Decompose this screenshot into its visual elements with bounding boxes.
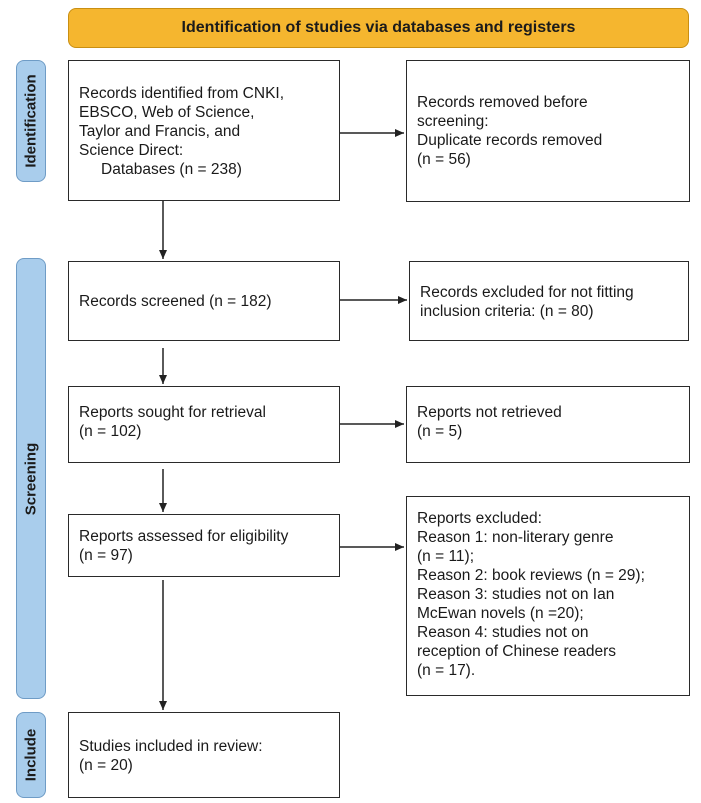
box-line: (n = 97) — [79, 547, 133, 564]
reports-excluded-box: Reports excluded: Reason 1: non-literary… — [406, 496, 690, 696]
box-line: Records identified from CNKI, — [79, 85, 285, 102]
box-line: Reports excluded: — [417, 510, 542, 527]
records-screened-box: Records screened (n = 182) — [68, 261, 340, 341]
box-line: Reports assessed for eligibility — [79, 528, 289, 545]
box-line: Science Direct: — [79, 142, 184, 159]
box-line: Reports not retrieved — [417, 404, 562, 421]
records-excluded-box: Records excluded for not fitting inclusi… — [409, 261, 689, 341]
box-line: Records excluded for not fitting — [420, 284, 634, 301]
box-line: (n = 20) — [79, 757, 133, 774]
box-line: Reason 1: non-literary genre — [417, 529, 614, 546]
box-line: Records screened (n = 182) — [79, 293, 272, 310]
box-line: reception of Chinese readers — [417, 643, 617, 660]
box-line: (n = 56) — [417, 151, 471, 168]
reports-not-retrieved-box: Reports not retrieved (n = 5) — [406, 386, 690, 463]
box-line: Records removed before — [417, 94, 588, 111]
records-identified-box: Records identified from CNKI, EBSCO, Web… — [68, 60, 340, 201]
box-line: Reason 3: studies not on Ian — [417, 586, 615, 603]
phase-label-identification: Identification — [16, 60, 46, 182]
box-line: Duplicate records removed — [417, 132, 603, 149]
header-title: Identification of studies via databases … — [181, 19, 576, 36]
records-removed-box: Records removed before screening: Duplic… — [406, 60, 690, 202]
box-line: EBSCO, Web of Science, — [79, 104, 255, 121]
phase-label-screening: Screening — [16, 258, 46, 699]
box-line: Databases (n = 238) — [101, 161, 242, 178]
phase-label-include: Include — [16, 712, 46, 798]
reports-assessed-box: Reports assessed for eligibility (n = 97… — [68, 514, 340, 577]
box-line: (n = 17). — [417, 662, 476, 679]
identification-header: Identification of studies via databases … — [68, 8, 689, 48]
box-line: (n = 5) — [417, 423, 463, 440]
box-line: (n = 11); — [417, 548, 475, 565]
reports-sought-box: Reports sought for retrieval (n = 102) — [68, 386, 340, 463]
box-line: Reason 4: studies not on — [417, 624, 589, 641]
box-line: screening: — [417, 113, 489, 130]
box-line: Reason 2: book reviews (n = 29); — [417, 567, 645, 584]
box-line: Reports sought for retrieval — [79, 404, 266, 421]
box-line: (n = 102) — [79, 423, 142, 440]
box-line: Studies included in review: — [79, 738, 263, 755]
studies-included-box: Studies included in review: (n = 20) — [68, 712, 340, 798]
box-line: McEwan novels (n =20); — [417, 605, 584, 622]
box-line: Taylor and Francis, and — [79, 123, 241, 140]
box-line: inclusion criteria: (n = 80) — [420, 303, 594, 320]
